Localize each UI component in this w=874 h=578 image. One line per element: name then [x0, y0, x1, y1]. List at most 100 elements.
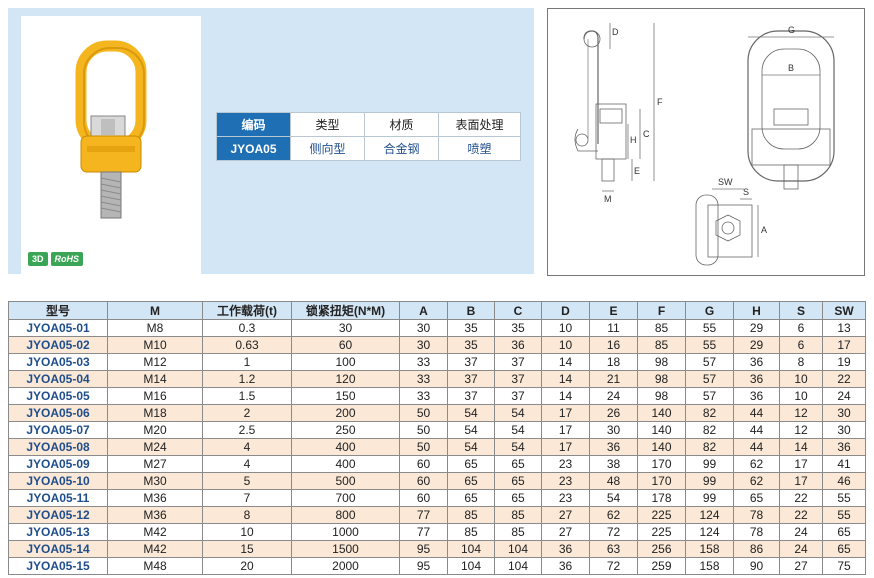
- table-cell: 0.3: [202, 319, 292, 337]
- table-cell: 33: [399, 387, 448, 405]
- table-cell: M18: [107, 404, 203, 422]
- table-cell: 12: [779, 404, 823, 422]
- table-cell: 36: [494, 336, 542, 354]
- table-cell: 18: [589, 353, 638, 371]
- table-cell: M12: [107, 353, 203, 371]
- table-cell: 29: [733, 336, 780, 354]
- table-cell: M8: [107, 319, 203, 337]
- model-cell: JYOA05-11: [8, 489, 108, 507]
- table-cell: 21: [589, 370, 638, 388]
- table-cell: 54: [447, 438, 495, 456]
- column-header: S: [779, 301, 823, 320]
- spec-table: 编码 类型 材质 表面处理 JYOA05 侧向型 合金钢 喷塑: [216, 112, 521, 161]
- table-cell: 99: [685, 489, 734, 507]
- dim-label-f: F: [657, 97, 663, 107]
- table-cell: 44: [733, 438, 780, 456]
- column-header: 型号: [8, 301, 108, 320]
- model-cell: JYOA05-05: [8, 387, 108, 405]
- table-cell: 14: [541, 370, 590, 388]
- table-cell: 124: [685, 523, 734, 541]
- table-cell: M36: [107, 489, 203, 507]
- spec-header-code: 编码: [216, 112, 291, 137]
- table-cell: 400: [291, 455, 400, 473]
- table-cell: M48: [107, 557, 203, 575]
- table-cell: 23: [541, 489, 590, 507]
- column-header: G: [685, 301, 734, 320]
- table-cell: 82: [685, 438, 734, 456]
- table-cell: 36: [733, 353, 780, 371]
- model-cell: JYOA05-02: [8, 336, 108, 354]
- table-cell: 36: [733, 387, 780, 405]
- table-cell: 17: [779, 472, 823, 490]
- table-cell: 200: [291, 404, 400, 422]
- table-cell: 95: [399, 540, 448, 558]
- table-cell: 44: [733, 421, 780, 439]
- table-cell: 158: [685, 540, 734, 558]
- table-cell: 72: [589, 557, 638, 575]
- table-cell: 17: [822, 336, 866, 354]
- table-cell: 86: [733, 540, 780, 558]
- table-cell: 24: [822, 387, 866, 405]
- table-cell: 8: [779, 353, 823, 371]
- table-cell: 6: [779, 319, 823, 337]
- table-cell: 33: [399, 370, 448, 388]
- table-cell: 178: [637, 489, 686, 507]
- table-cell: 11: [589, 319, 638, 337]
- table-cell: 65: [822, 540, 866, 558]
- table-cell: 82: [685, 421, 734, 439]
- table-cell: 35: [447, 319, 495, 337]
- table-cell: 7: [202, 489, 292, 507]
- table-cell: 55: [822, 489, 866, 507]
- spec-value-type: 侧向型: [290, 136, 365, 161]
- table-cell: 4: [202, 455, 292, 473]
- 3d-badge: 3D: [28, 252, 48, 266]
- model-cell: JYOA05-01: [8, 319, 108, 337]
- table-cell: 36: [541, 557, 590, 575]
- table-cell: 85: [494, 506, 542, 524]
- table-cell: 98: [637, 370, 686, 388]
- spec-header-type: 类型: [290, 112, 365, 137]
- table-cell: 17: [541, 404, 590, 422]
- table-cell: 98: [637, 353, 686, 371]
- table-cell: M42: [107, 523, 203, 541]
- table-cell: 54: [494, 404, 542, 422]
- table-cell: 65: [822, 523, 866, 541]
- table-cell: 8: [202, 506, 292, 524]
- table-cell: 10: [779, 387, 823, 405]
- table-cell: 500: [291, 472, 400, 490]
- table-cell: 55: [822, 506, 866, 524]
- table-cell: 158: [685, 557, 734, 575]
- table-cell: 170: [637, 472, 686, 490]
- table-cell: 27: [779, 557, 823, 575]
- table-cell: 23: [541, 455, 590, 473]
- column-header: M: [107, 301, 203, 320]
- table-cell: M16: [107, 387, 203, 405]
- table-cell: 54: [494, 421, 542, 439]
- table-cell: 225: [637, 506, 686, 524]
- dim-label-c: C: [643, 129, 650, 139]
- table-cell: 60: [399, 455, 448, 473]
- table-cell: 700: [291, 489, 400, 507]
- table-cell: 2000: [291, 557, 400, 575]
- table-cell: 1.2: [202, 370, 292, 388]
- table-cell: 24: [589, 387, 638, 405]
- table-cell: 62: [733, 455, 780, 473]
- table-cell: M30: [107, 472, 203, 490]
- table-cell: 98: [637, 387, 686, 405]
- table-cell: 36: [541, 540, 590, 558]
- table-cell: 20: [202, 557, 292, 575]
- table-cell: 10: [541, 319, 590, 337]
- table-cell: 95: [399, 557, 448, 575]
- product-header-panel: 3D RoHS 编码 类型 材质 表面处理 JYOA05 侧向型 合金钢 喷塑: [8, 8, 534, 274]
- table-cell: 1000: [291, 523, 400, 541]
- table-cell: 57: [685, 370, 734, 388]
- table-cell: 37: [494, 370, 542, 388]
- table-cell: 104: [494, 557, 542, 575]
- table-cell: 65: [494, 472, 542, 490]
- table-cell: 63: [589, 540, 638, 558]
